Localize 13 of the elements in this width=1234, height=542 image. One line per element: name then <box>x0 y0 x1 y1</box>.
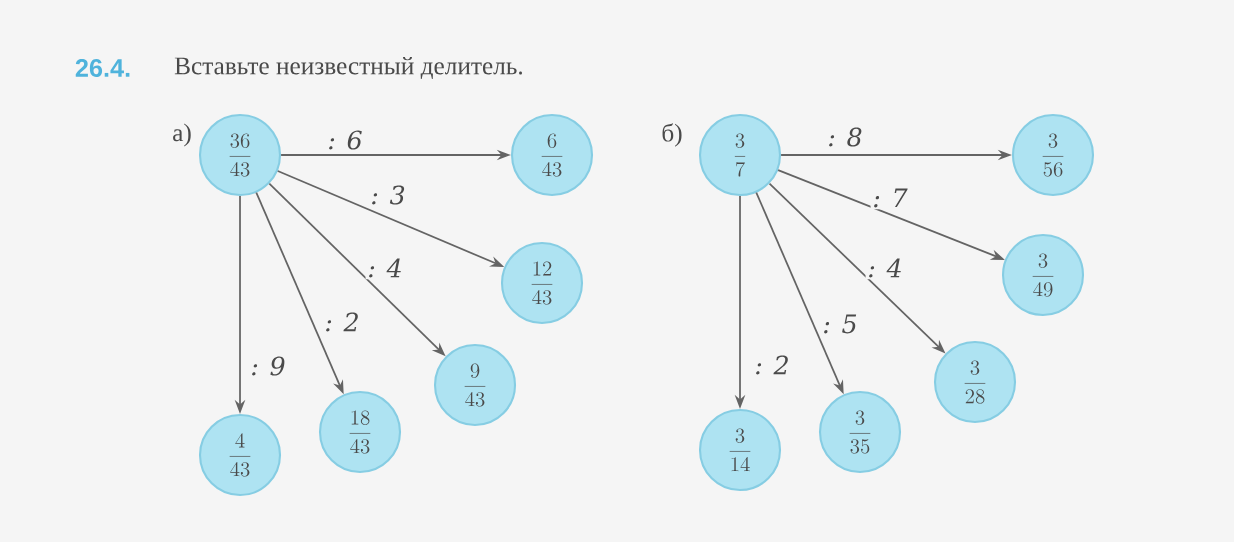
edge-label: : 4 <box>369 258 401 278</box>
edge-label: : 2 <box>756 355 788 375</box>
exercise-number: 26.4. <box>75 59 130 77</box>
edge-label: : 6 <box>329 130 362 150</box>
edge-label: : 7 <box>874 188 908 208</box>
part-label: б) <box>662 123 682 147</box>
edge-label: : 9 <box>252 356 285 376</box>
edge-label: : 8 <box>829 127 862 147</box>
edge-label: : 2 <box>326 312 358 332</box>
edge-label: : 3 <box>372 185 405 205</box>
edge-label: : 5 <box>824 314 857 334</box>
edge-label: : 4 <box>869 258 901 278</box>
instruction-text: Вставьте неизвестный делитель. <box>174 56 523 80</box>
